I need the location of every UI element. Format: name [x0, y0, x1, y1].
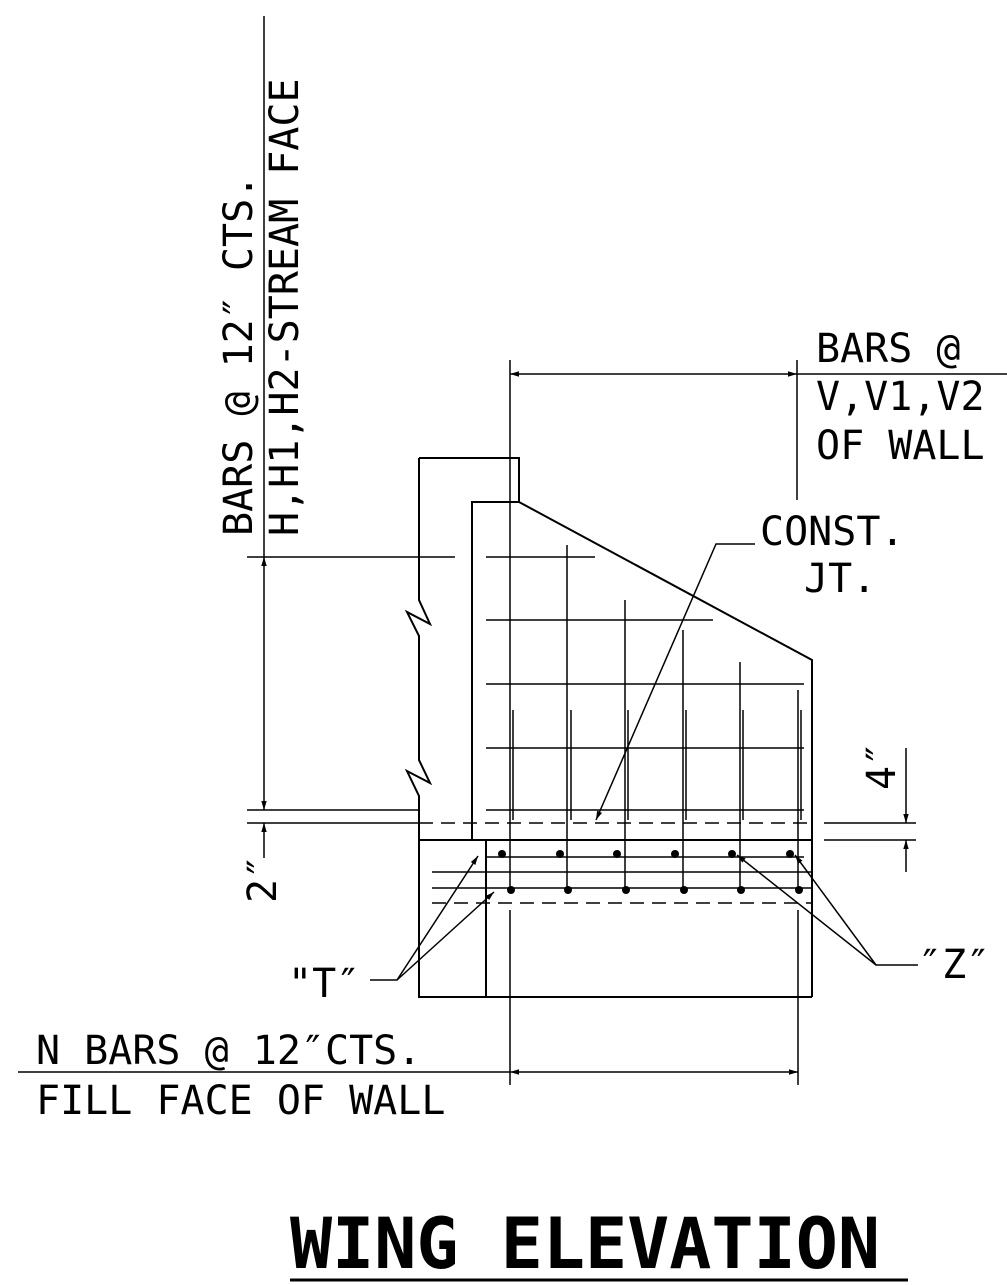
fill-face-note-line2: FILL FACE OF WALL — [36, 1078, 445, 1124]
label-z: ″Z″ — [918, 942, 990, 988]
const-jt-line1: CONST. — [760, 509, 905, 555]
dim-left-label: 2″ — [240, 855, 286, 903]
label-t: "T″ — [288, 961, 360, 1007]
stream-face-note-line2: H,H1,H2-STREAM FACE — [262, 78, 308, 536]
leaders — [370, 543, 918, 981]
fill-face-note-line1: N BARS @ 12″CTS. — [36, 1028, 421, 1074]
const-jt-line2: JT. — [804, 556, 876, 602]
wall-outline — [404, 457, 813, 998]
wall-note-line2: V,V1,V2 — [816, 374, 985, 420]
wall-note-line3: OF WALL — [816, 423, 985, 469]
dimension-lines — [18, 16, 1007, 1075]
drawing-title: WING ELEVATION — [290, 1203, 880, 1285]
rebar-grid — [419, 360, 812, 1085]
stream-face-note: BARS @ 12″ CTS. H,H1,H2-STREAM FACE — [216, 78, 308, 536]
bar-dots — [498, 850, 803, 894]
dim-top-label: 4″ — [859, 742, 905, 790]
wall-note-line1: BARS @ — [816, 326, 961, 372]
stream-face-note-line1: BARS @ 12″ CTS. — [216, 175, 262, 536]
